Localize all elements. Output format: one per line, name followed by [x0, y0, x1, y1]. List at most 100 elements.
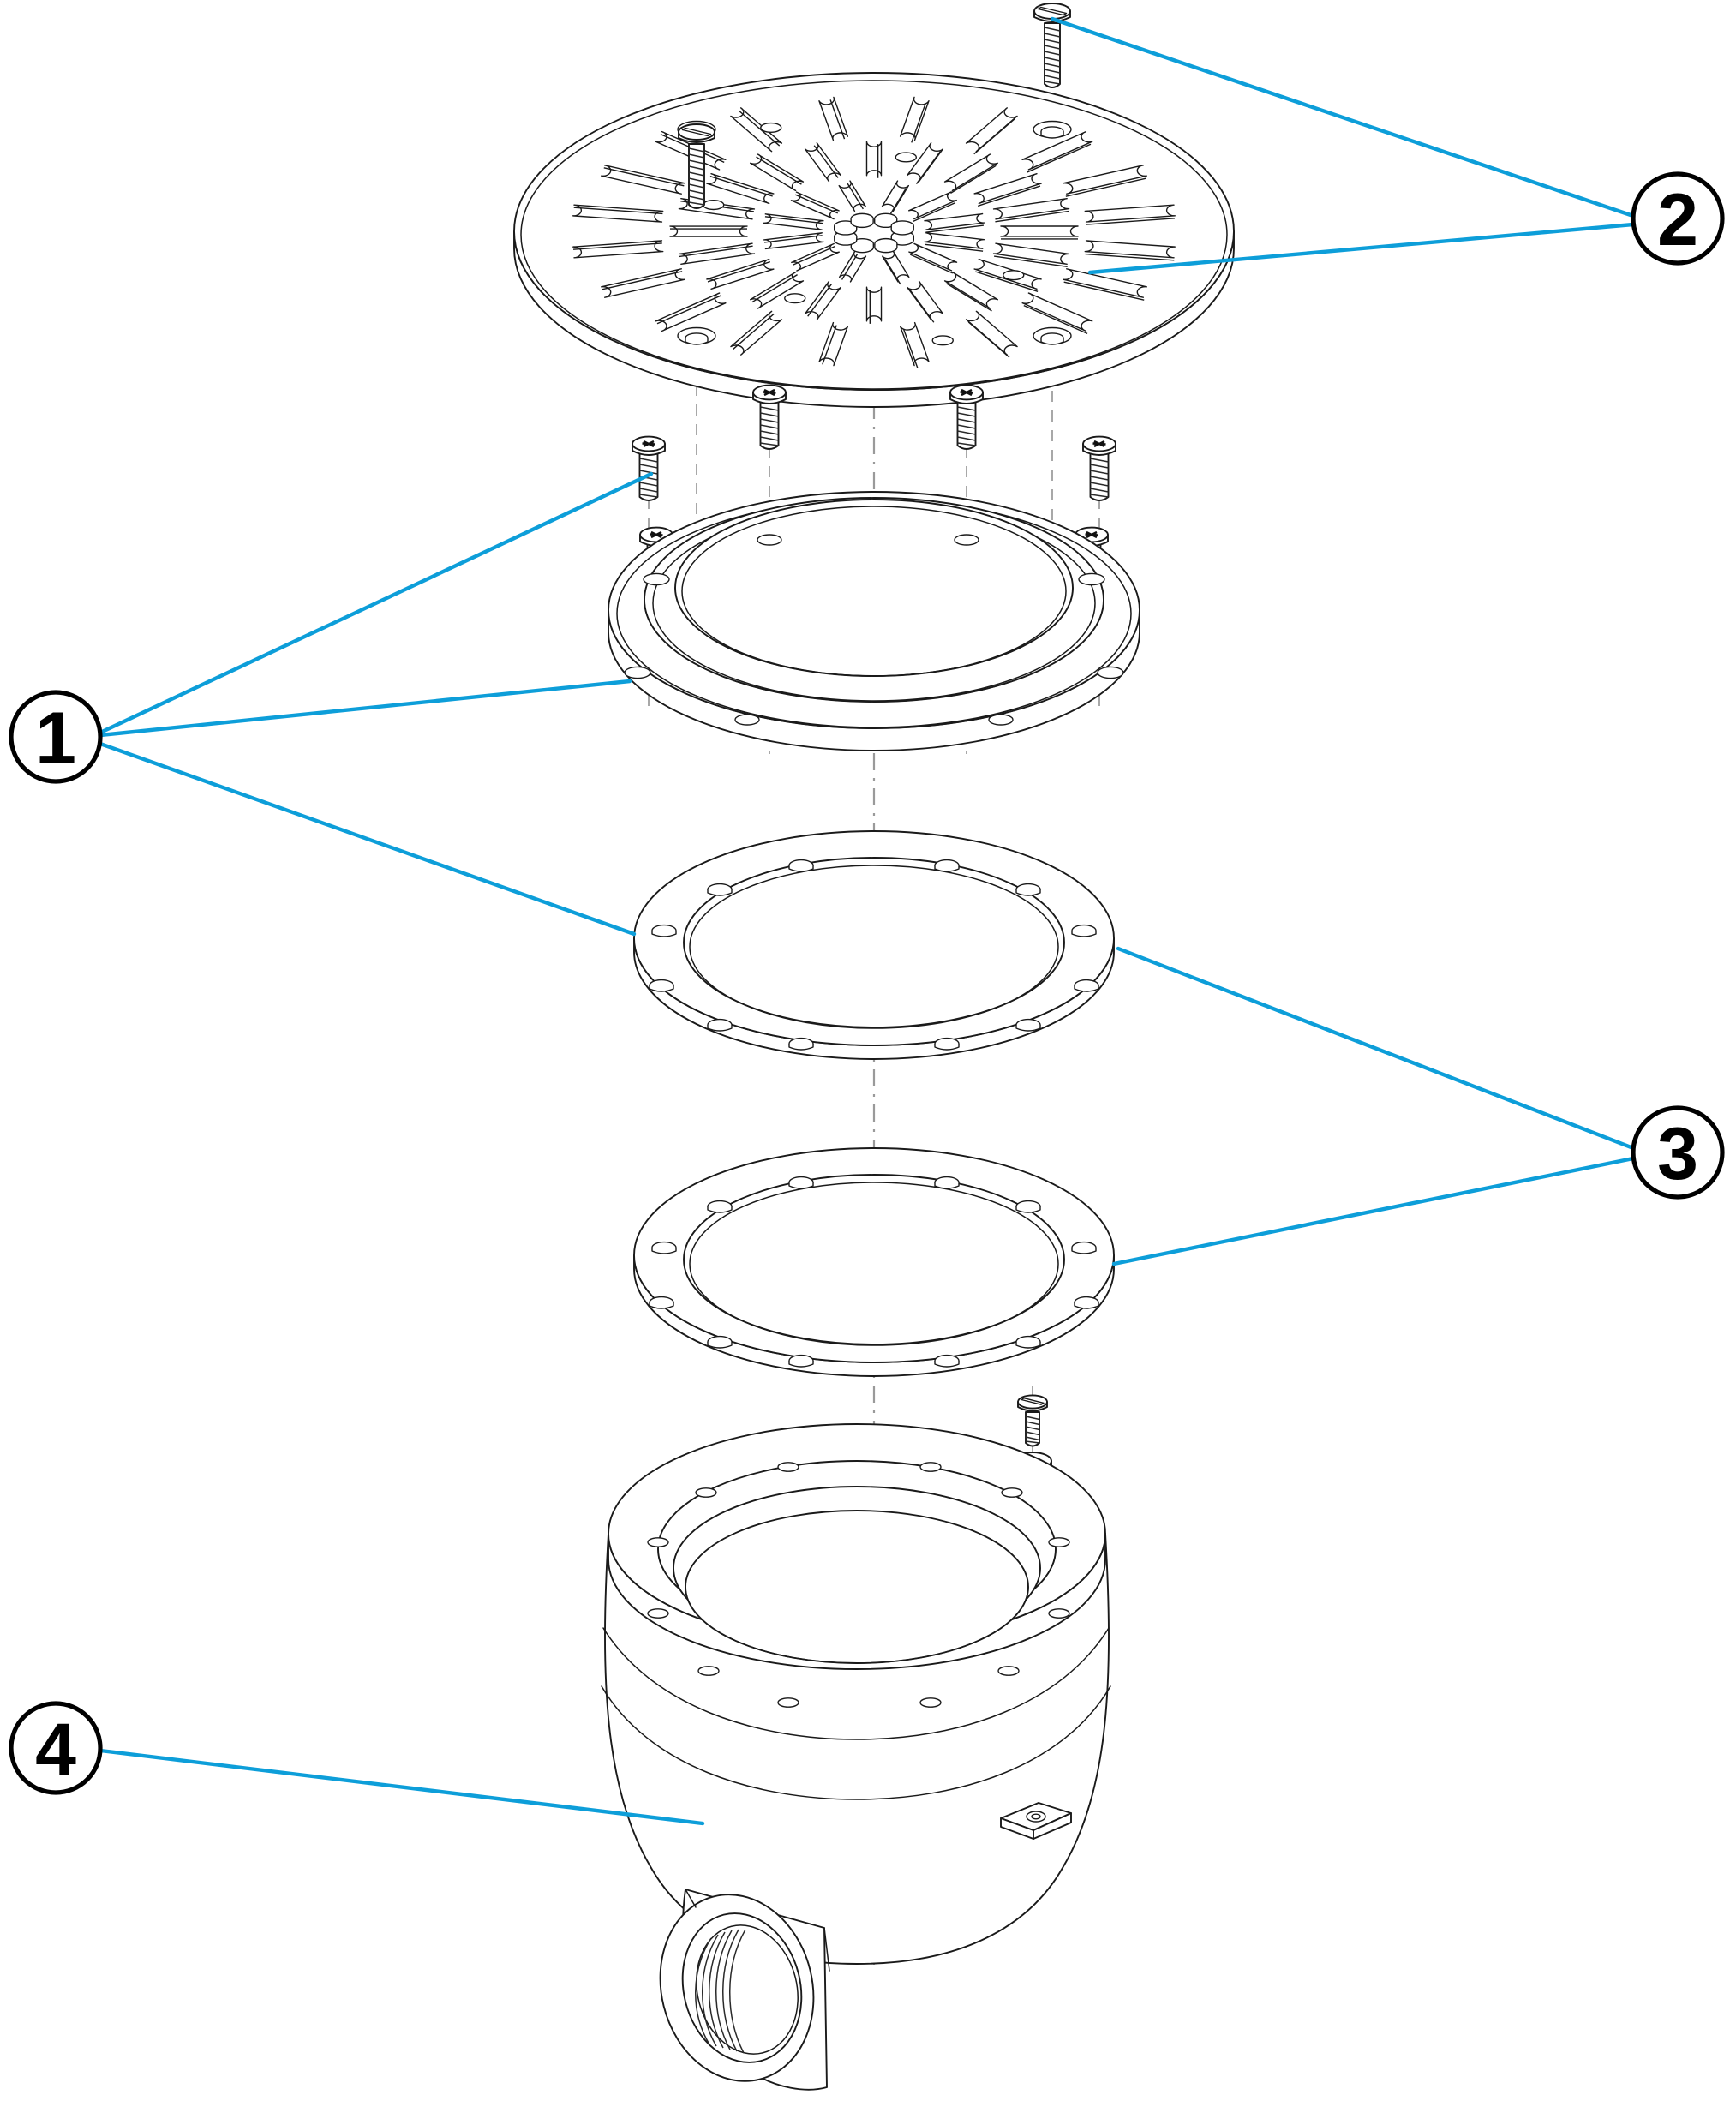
outlet-bore [696, 1924, 799, 2055]
grate-slot-depth [925, 243, 984, 252]
callout-circle-3[interactable] [1631, 1105, 1725, 1200]
outlet-flange-inner [681, 1912, 803, 2063]
grate-slot [965, 107, 1018, 153]
grate-hole-depth [850, 243, 875, 254]
grate-slot [992, 242, 1070, 266]
grate-slot-depth [902, 328, 919, 368]
grate-slot [992, 197, 1070, 220]
grate-slot [865, 286, 883, 322]
grate-slot-depth [813, 145, 839, 178]
grate-hole [895, 152, 918, 163]
grate-slot-depth [975, 271, 1039, 292]
grate-slot-depth [829, 99, 846, 140]
gasket-upper-bore [683, 857, 1065, 1028]
gasket-lower-bore-inner [689, 1182, 1059, 1346]
grate-slot-depth [847, 183, 864, 210]
grate-slot-depth [967, 321, 1010, 358]
grate-slot-depth [977, 185, 1041, 207]
grate-slot-depth [763, 235, 823, 243]
grate-cover-inner-edge [520, 80, 1228, 390]
grate-slot-depth [751, 274, 798, 303]
leader-line-3-2 [1111, 1156, 1636, 1266]
callout-label-1: 1 [35, 697, 76, 780]
grate-slot-depth [915, 151, 941, 184]
callout-label-2: 2 [1657, 179, 1698, 261]
grate-hole-depth [874, 243, 898, 254]
grate-slot-depth [679, 245, 753, 258]
leader-line-1-3 [98, 741, 637, 937]
grate-slot-depth [1063, 281, 1145, 301]
grate-slot-depth [794, 194, 839, 214]
grate-slot-depth [807, 284, 833, 317]
callout-marker-1[interactable]: 1 [9, 690, 103, 784]
leader-lines [98, 16, 1636, 1826]
grate-hole [784, 293, 806, 304]
leader-line-2-2 [1087, 222, 1636, 275]
grate-slot-depth [925, 224, 985, 233]
grate-slot-depth [709, 176, 773, 197]
grate-slot [1063, 165, 1147, 195]
callout-marker-4[interactable]: 4 [9, 1701, 103, 1795]
grate-slot-depth [909, 290, 935, 323]
trim-ring-bolt-holes [624, 534, 1124, 726]
grate-slot [1000, 225, 1079, 237]
callout-marker-3[interactable]: 3 [1631, 1105, 1725, 1200]
grate-slot-depth [707, 260, 771, 283]
grate-slot [924, 232, 985, 249]
grate-slot-depth [792, 245, 835, 266]
grate-hole-depth [834, 236, 858, 246]
grate-slot [1021, 292, 1093, 332]
grate-slot-depth [909, 254, 954, 274]
callout-circle-4[interactable] [9, 1701, 103, 1795]
grate-slot [907, 142, 944, 183]
grate-slot-depth [911, 103, 926, 143]
grate-slot-depth [733, 313, 775, 350]
grate-hole [760, 122, 782, 134]
grate-slot [791, 242, 840, 272]
callout-label-3: 3 [1657, 1113, 1698, 1195]
trim-ring-lip-front [644, 599, 1104, 703]
grate-slot-depth [572, 242, 662, 250]
grate-hole-depth [834, 225, 858, 236]
part-trim-flange-ring [608, 491, 1140, 751]
grate-slot [1084, 240, 1176, 259]
sump-rim-bolt-holes [647, 1462, 1070, 1708]
grate-hole-depth [890, 225, 914, 236]
grate-slot [881, 180, 910, 212]
grate-slot [750, 271, 805, 309]
callout-bubbles: 1 2 3 4 [9, 171, 1725, 1795]
callout-circle-1[interactable] [9, 690, 103, 784]
grate-slot [943, 153, 998, 192]
grate-slot [973, 172, 1042, 205]
grate-slot-depth [738, 110, 781, 147]
grate-hole-depth [850, 218, 874, 228]
grate-slot-depth [573, 207, 663, 215]
grate-slot [924, 212, 985, 230]
sump-wall-seam-1 [602, 1627, 1110, 1740]
grate-slot [1063, 268, 1147, 298]
callout-label-4: 4 [35, 1709, 76, 1791]
grate-slot-depth [1027, 143, 1092, 173]
grate-slot [965, 310, 1018, 356]
sump-bore-front [685, 1586, 1029, 1664]
grate-slot-depth [656, 295, 721, 325]
grate-hole [703, 199, 725, 211]
part-grate-cover [513, 72, 1235, 408]
part-gasket-ring-upper [633, 830, 1115, 1060]
grate-slot [908, 242, 958, 272]
grate-slot [1021, 130, 1093, 171]
grate-slot [655, 292, 727, 332]
outlet-internal-threads [695, 1929, 746, 2054]
grate-slot [804, 280, 841, 320]
grate-hole [931, 335, 954, 346]
grate-slot [838, 250, 867, 283]
grate-slot [669, 225, 748, 237]
sump-wall-seam-2 [601, 1685, 1111, 1800]
callout-marker-2[interactable]: 2 [1631, 171, 1725, 266]
leader-line-3-1 [1116, 946, 1636, 1151]
grate-slot-pattern [572, 96, 1176, 368]
callout-circle-2[interactable] [1631, 171, 1725, 266]
outlet-boss-edge-b [823, 1927, 830, 1972]
